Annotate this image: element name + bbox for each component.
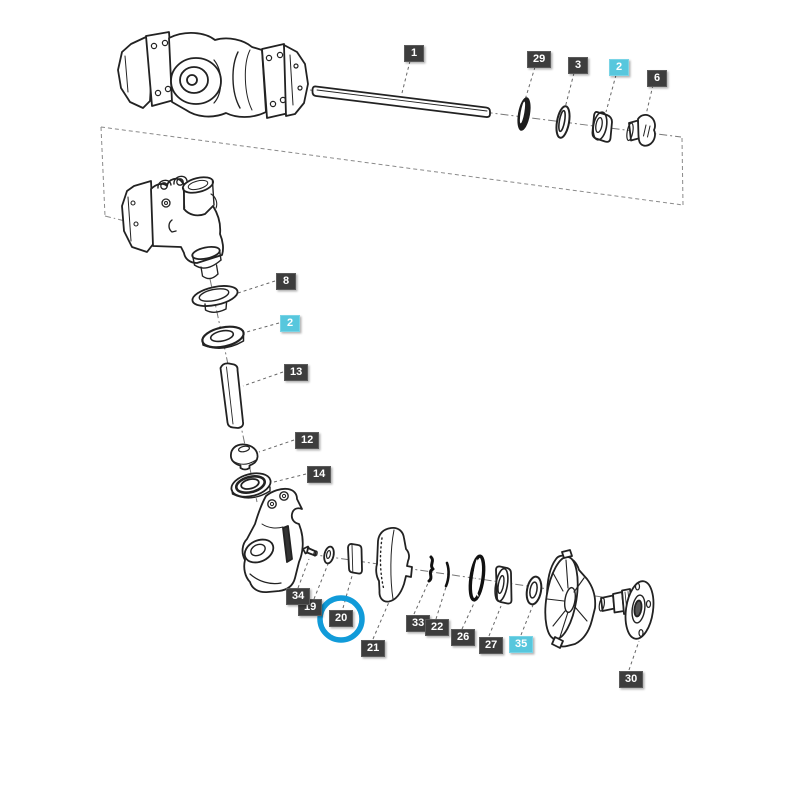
callout-35: 35 [509,636,534,653]
part-stub-axle-30 [598,580,655,640]
callout-26: 26 [451,629,476,646]
part-snap-ring-26 [468,554,486,602]
callout-8: 8 [276,273,296,290]
callout-22: 22 [425,619,450,636]
part-bearing-14 [230,472,272,499]
part-seal-35 [525,575,543,606]
callout-12: 12 [295,432,320,449]
callout-3: 3 [568,57,588,74]
part-seal-ring-3 [555,105,571,139]
callout-21: 21 [361,640,386,657]
part-thrust-cone-21 [375,526,413,603]
callout-2-top: 2 [609,59,629,76]
part-snap-ring-33 [427,555,435,583]
callout-2-mid: 2 [280,315,300,332]
callout-6: 6 [647,70,667,87]
part-drive-shaft [311,85,491,118]
callout-20: 20 [329,610,354,627]
part-bearing-washer-8 [191,285,239,313]
callout-30: 30 [619,671,644,688]
construction-lines [100,126,684,224]
highlight-circle [317,595,365,643]
callout-34: 34 [286,588,311,605]
part-bushing-cap-12 [230,443,259,471]
callout-14: 14 [307,466,332,483]
callout-33: 33 [406,615,431,632]
callout-29: 29 [527,51,552,68]
part-bearing-27 [494,565,513,605]
leader-lines [237,60,654,671]
part-ring-22 [444,561,450,588]
part-bolt-34 [302,545,318,557]
part-cap-6 [626,114,656,147]
part-spacer-20 [347,543,363,575]
callout-13: 13 [284,364,309,381]
part-bushing-2-top [591,111,613,143]
part-steering-knuckle [241,487,304,594]
part-seal-2-mid [201,325,245,349]
part-oring-29 [517,97,531,131]
part-hub-bell [544,549,597,649]
callout-27: 27 [479,637,504,654]
part-kingpin-13 [219,362,245,429]
part-knuckle-support-housing [121,175,224,280]
callout-1: 1 [404,45,424,62]
part-axle-housing [117,31,309,119]
part-washer-19 [323,545,335,565]
